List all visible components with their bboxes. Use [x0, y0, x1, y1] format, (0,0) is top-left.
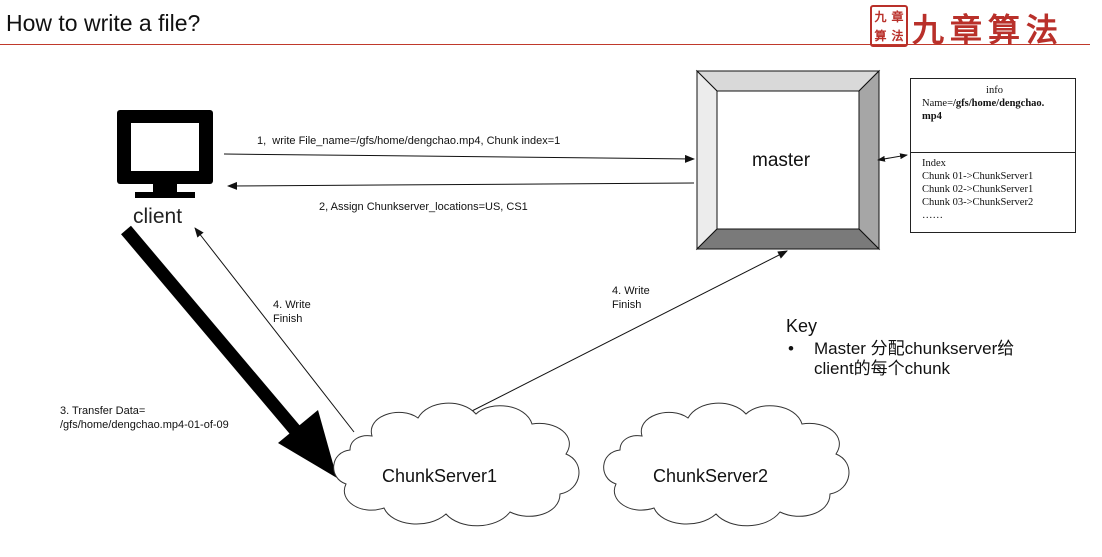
logo-seal-char: 章	[891, 9, 904, 24]
info-name-value: /gfs/home/dengchao. mp4	[922, 98, 1045, 122]
step2-label: 2, Assign Chunkserver_locations=US, CS1	[319, 201, 528, 213]
arrow-write-finish-client	[194, 227, 355, 433]
step4-client-label: 4. Write Finish	[273, 299, 311, 325]
step3-label: 3. Transfer Data= /gfs/home/dengchao.mp4…	[60, 405, 229, 431]
arrow-transfer-data	[121, 225, 337, 478]
chunkserver2-cloud	[603, 402, 850, 527]
key-bullet-text: Master 分配chunkserver给 client的每个chunk	[814, 339, 1015, 378]
logo-seal: 九 章 算 法	[870, 5, 908, 47]
arrow-write-finish-master	[461, 250, 788, 417]
client-monitor-icon	[117, 110, 213, 198]
chunkserver1-cloud	[333, 402, 580, 527]
logo: 九 章 算 法 九章算法	[870, 3, 1075, 49]
step1-label: 1, write File_name=/gfs/home/dengchao.mp…	[257, 135, 561, 147]
info-header: info	[986, 85, 1003, 96]
client-label: client	[133, 205, 183, 228]
key-title: Key	[786, 316, 818, 336]
logo-text: 九章算法	[912, 11, 1065, 49]
key-note: Key • Master 分配chunkserver给 client的每个chu…	[786, 316, 1014, 379]
info-index-header: Index	[922, 158, 946, 169]
arrow-assign-response	[227, 181, 695, 190]
master-box	[695, 69, 881, 251]
logo-seal-char: 九	[874, 9, 887, 24]
slide-title: How to write a file?	[6, 10, 201, 36]
master-info-table: info Name=/gfs/home/dengchao. mp4 Index …	[910, 78, 1076, 233]
info-name-label: Name=	[922, 98, 953, 109]
arrow-master-info	[877, 153, 908, 162]
chunkserver2-label: ChunkServer2	[653, 466, 769, 486]
logo-seal-char: 法	[891, 28, 904, 43]
arrow-write-request	[223, 153, 695, 163]
info-file-name: Name=/gfs/home/dengchao. mp4	[922, 97, 1067, 123]
key-bullet-item: • Master 分配chunkserver给 client的每个chunk	[786, 339, 1014, 379]
chunkserver1-label: ChunkServer1	[382, 466, 498, 486]
info-index-row: Chunk 02->ChunkServer1	[922, 184, 1034, 195]
logo-seal-char: 算	[874, 28, 887, 43]
bullet-icon: •	[788, 339, 794, 358]
step4-master-label: 4. Write Finish	[612, 285, 650, 311]
title-divider	[0, 44, 1090, 45]
info-index-row: Chunk 03->ChunkServer2	[922, 197, 1034, 208]
info-file-section: info Name=/gfs/home/dengchao. mp4	[911, 79, 1075, 153]
info-index-row: Chunk 01->ChunkServer1	[922, 171, 1034, 182]
info-index-row: ……	[922, 210, 943, 221]
info-index-section: Index Chunk 01->ChunkServer1 Chunk 02->C…	[911, 153, 1075, 222]
master-label: master	[752, 150, 811, 171]
